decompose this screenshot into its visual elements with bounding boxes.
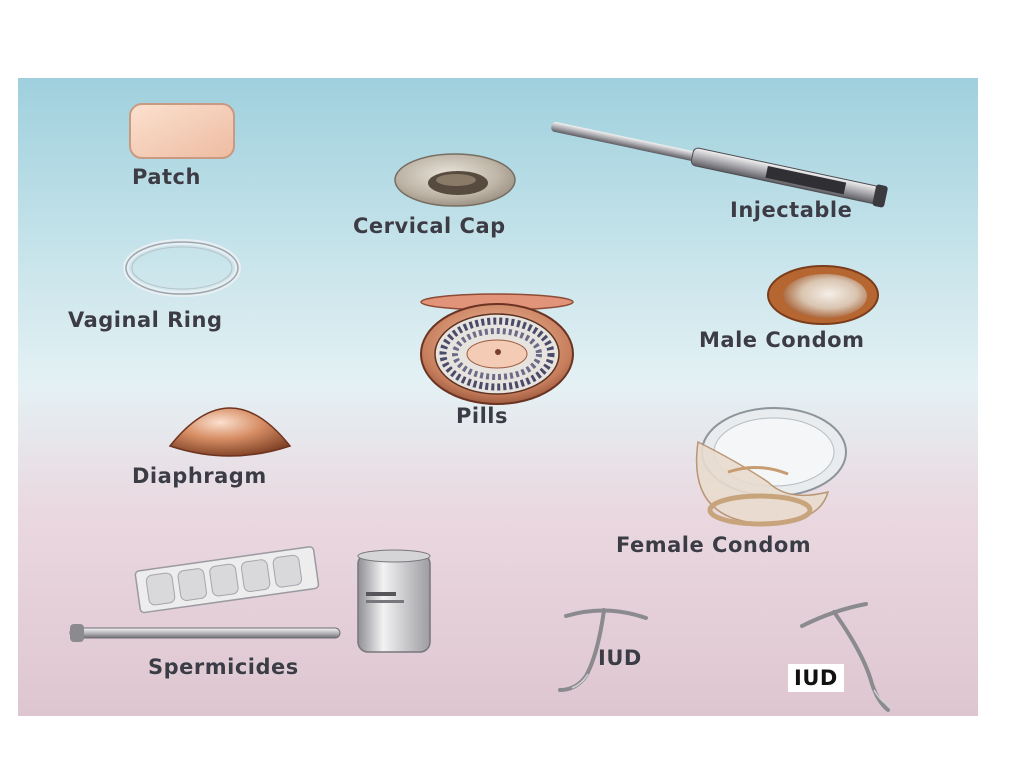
male-condom-image (764, 262, 882, 328)
spermicides-image (68, 546, 438, 656)
vaginal-ring-label: Vaginal Ring (68, 308, 223, 332)
female-condom-label: Female Condom (616, 533, 812, 557)
pills-label: Pills (456, 404, 508, 428)
iud-label-2: IUD (788, 664, 844, 692)
iud-image-2 (794, 594, 914, 714)
iud-label-1: IUD (598, 646, 642, 670)
contraceptives-photo: Patch Cervical Cap (18, 78, 978, 716)
diaphragm-image (160, 394, 300, 464)
patch-label: Patch (132, 165, 201, 189)
male-condom-label: Male Condom (699, 328, 865, 352)
injectable-image (546, 114, 912, 208)
female-condom-image (668, 402, 850, 530)
spermicides-label: Spermicides (148, 655, 299, 679)
patch-image (126, 100, 238, 162)
injectable-label: Injectable (730, 198, 853, 222)
cervical-cap-image (390, 150, 520, 210)
pills-image (414, 290, 580, 408)
iud-image-1 (546, 594, 656, 694)
diaphragm-label: Diaphragm (132, 464, 267, 488)
vaginal-ring-image (120, 236, 244, 300)
cervical-cap-label: Cervical Cap (353, 214, 506, 238)
